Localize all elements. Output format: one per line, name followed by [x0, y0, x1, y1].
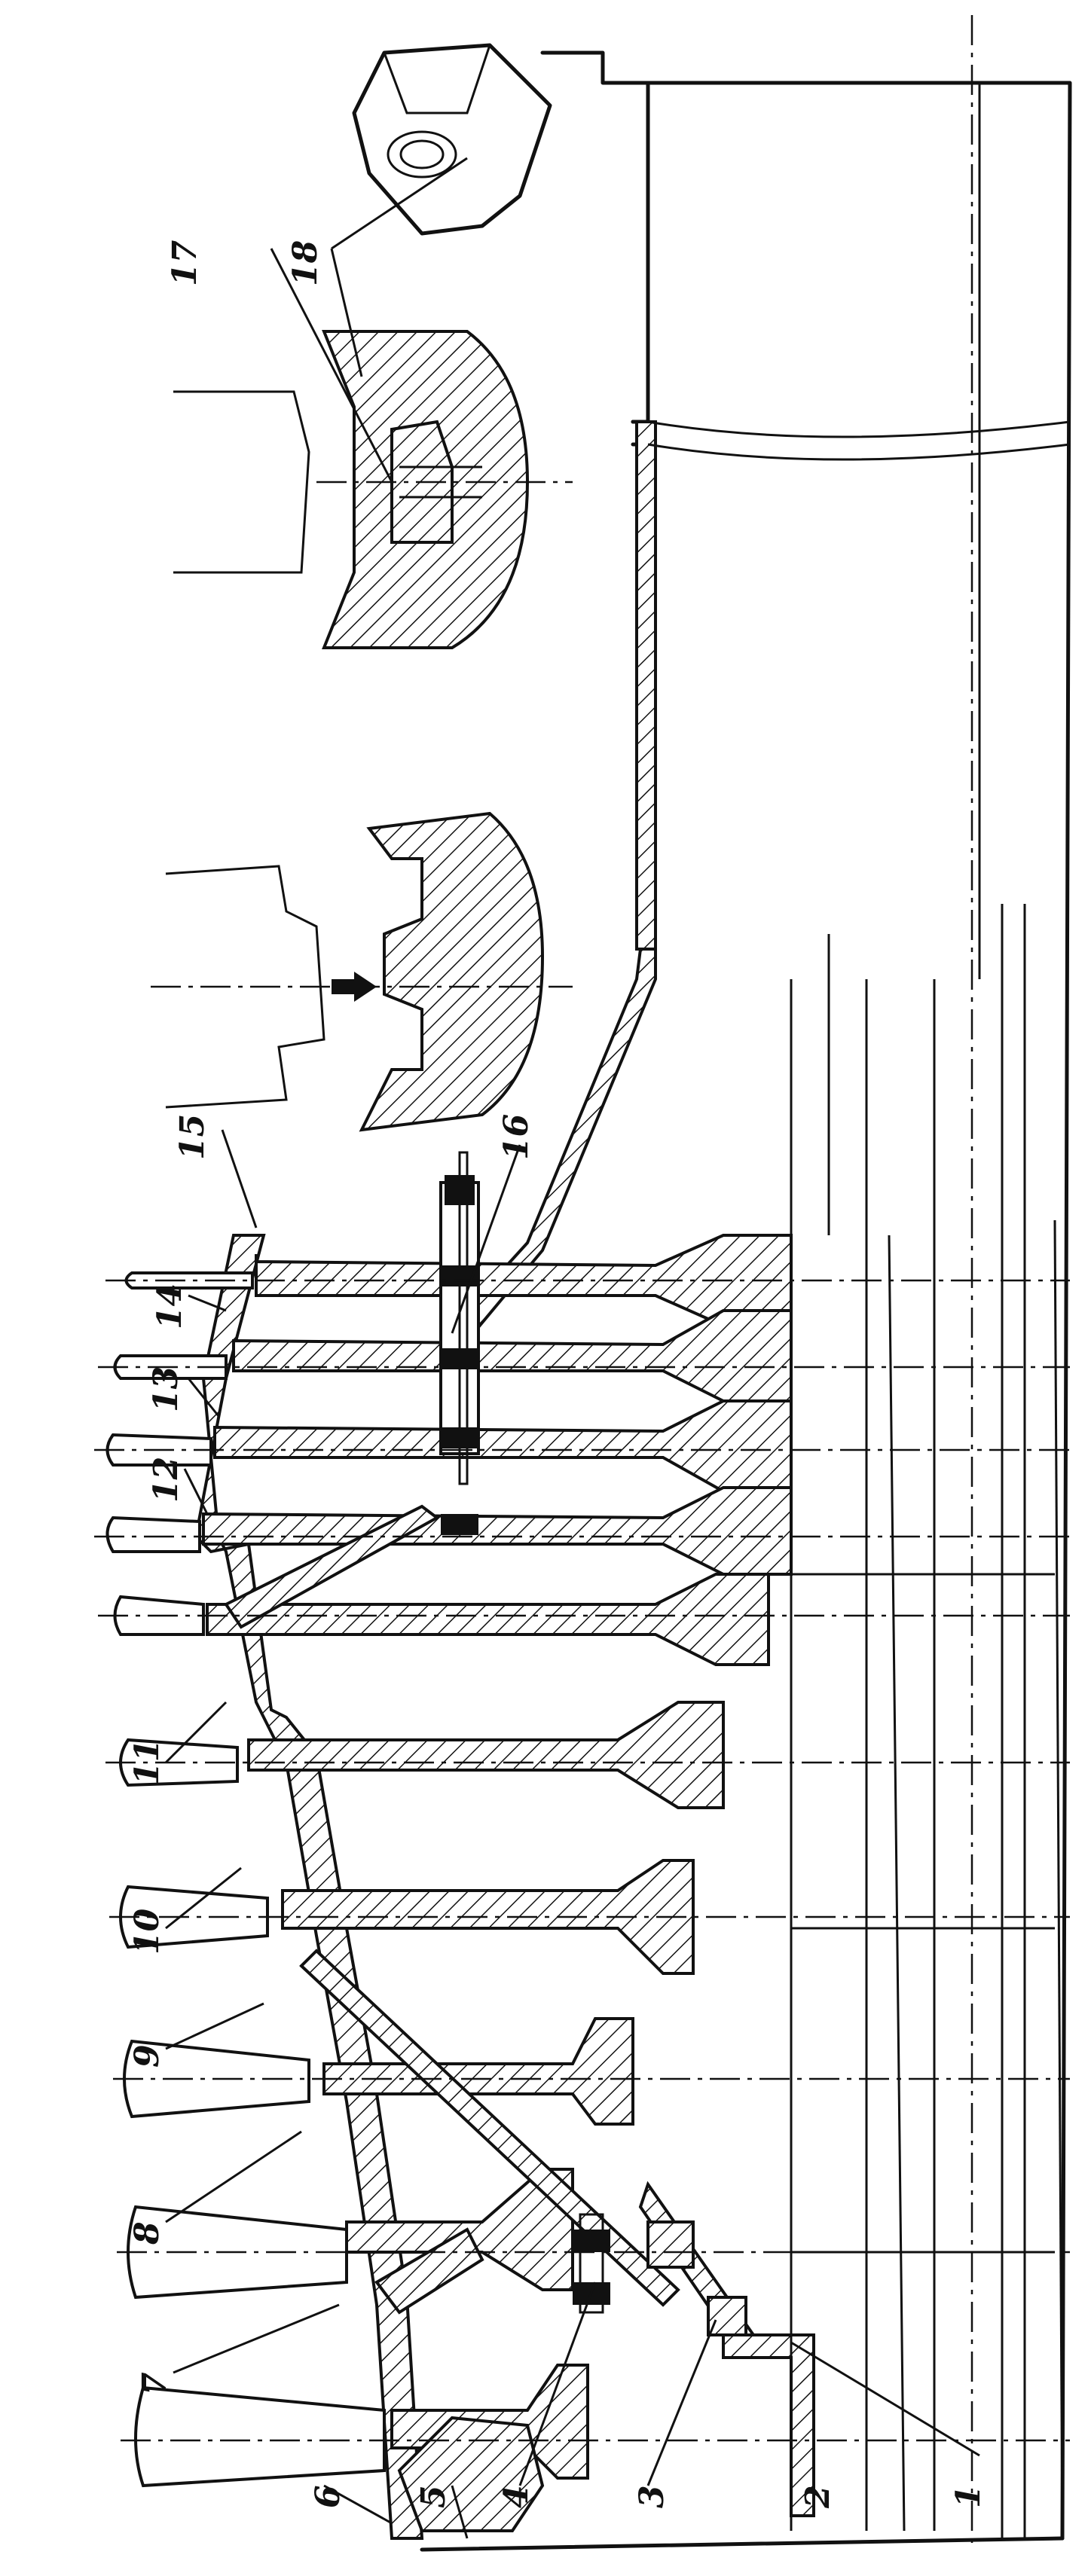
callout-15: 15 — [173, 1114, 212, 1160]
leader-lines — [164, 157, 980, 2539]
callouts: 1 2 3 4 5 6 7 8 9 10 11 12 13 14 15 16 1… — [128, 240, 988, 2509]
callout-7: 7 — [136, 2372, 174, 2395]
callout-3: 3 — [633, 2485, 671, 2508]
callout-4: 4 — [497, 2485, 536, 2508]
lock-nut-3d-view — [352, 43, 552, 236]
callout-14: 14 — [151, 1283, 189, 1329]
hub-cylinders — [790, 934, 1064, 2539]
callout-10: 10 — [128, 1908, 167, 1955]
callout-12: 12 — [147, 1457, 185, 1503]
callout-9: 9 — [128, 2044, 167, 2068]
callout-18: 18 — [286, 240, 325, 286]
dovetail-slot-detail — [173, 330, 573, 649]
callout-5: 5 — [414, 2485, 453, 2508]
callout-6: 6 — [309, 2485, 347, 2508]
callout-1: 1 — [949, 2485, 988, 2508]
detail-views — [151, 43, 573, 1132]
callout-2: 2 — [799, 2485, 837, 2509]
callout-16: 16 — [497, 1114, 536, 1160]
blade-root-t-slot-detail — [151, 811, 573, 1132]
tie-bolts — [439, 1151, 747, 2336]
callout-8: 8 — [128, 2221, 167, 2245]
rotor-blades — [94, 1271, 1070, 2488]
callout-17: 17 — [166, 240, 204, 286]
callout-11: 11 — [128, 1739, 167, 1785]
callout-13: 13 — [147, 1366, 185, 1412]
